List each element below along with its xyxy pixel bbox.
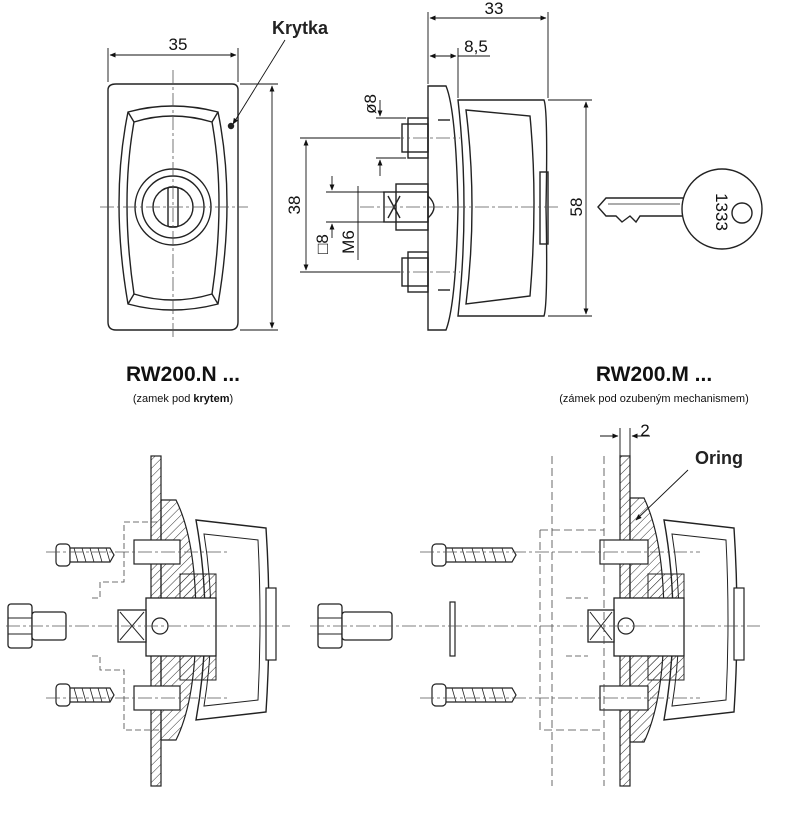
model-note-n-prefix: (zamek pod	[132, 393, 194, 405]
model-note-n-bold: krytem	[193, 393, 230, 405]
model-note-m: (zámek pod ozubeným mechanismem)	[559, 393, 749, 405]
model-caption-n: RW200.N ... (zamek pod krytem)	[88, 363, 278, 405]
cover-label: Krytka	[272, 18, 329, 38]
assembly-right	[317, 455, 745, 787]
height-dim: 58	[567, 198, 586, 217]
front-centerlines	[100, 70, 248, 340]
assembly-left-centerlines	[6, 551, 290, 699]
hole-spacing-dim: 38	[285, 196, 304, 215]
bolt-diameter-dim: ø8	[361, 94, 380, 114]
side-depth-dim: 33	[485, 0, 504, 18]
oring-label: Oring	[695, 448, 743, 468]
key-illustration	[597, 168, 763, 250]
square-dim: □8	[313, 234, 332, 254]
side-dimensions	[300, 12, 592, 317]
assembly-left	[7, 455, 277, 787]
gap-dim: 2	[640, 421, 649, 440]
key-number: 1333	[712, 193, 731, 231]
side-view	[383, 85, 549, 331]
assembly-right-centerlines	[310, 551, 760, 699]
front-width-dim: 35	[169, 35, 188, 54]
model-caption-m: RW200.M ... (zámek pod ozubeným mechanis…	[520, 363, 788, 405]
right-dimensions	[600, 428, 689, 521]
front-dimensions	[107, 39, 286, 331]
model-note-n-suffix: )	[229, 393, 234, 405]
thread-dim: M6	[339, 230, 358, 254]
side-offset-dim: 8,5	[464, 37, 488, 56]
model-name-m: RW200.M ...	[595, 363, 713, 386]
model-note-n: (zamek pod krytem)	[88, 393, 278, 405]
model-name-n: RW200.N ...	[126, 363, 240, 386]
side-centerlines	[360, 137, 560, 273]
